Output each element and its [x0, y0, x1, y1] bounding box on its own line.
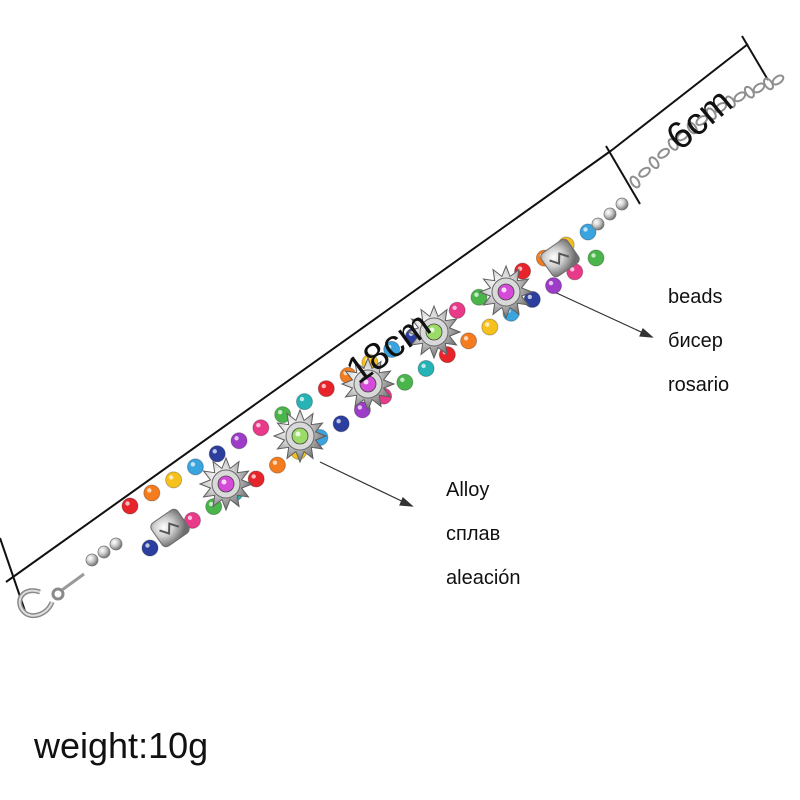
silver-spacer-bead [109, 537, 123, 551]
bead-highlight [187, 515, 193, 521]
chain-link [648, 156, 660, 170]
bead-highlight [485, 322, 490, 327]
bead [141, 539, 159, 557]
silver-spacer-bead [591, 217, 605, 231]
bead [252, 419, 270, 437]
beads-label-es: rosario [668, 374, 730, 396]
chain-link [629, 175, 641, 189]
chain-link [695, 114, 709, 126]
bead-highlight [147, 488, 152, 493]
alloy-sun-charms [198, 264, 534, 512]
chain-link [771, 74, 785, 86]
bead [295, 393, 313, 411]
bead-highlight [583, 227, 588, 232]
lobster-clasp [17, 572, 85, 619]
chain-link [638, 166, 651, 178]
beads-pointer-arrow [639, 327, 654, 338]
chain-link [676, 130, 689, 142]
bead [396, 373, 414, 391]
bead [121, 497, 139, 515]
bead [545, 277, 563, 295]
extender-chain [629, 74, 785, 189]
bead [186, 458, 204, 476]
bead [165, 471, 183, 489]
bead-highlight [591, 253, 596, 258]
bead [417, 359, 435, 377]
pointer-lines [319, 289, 654, 507]
beads-label-ru: бисер [668, 330, 723, 352]
bead-highlight [548, 280, 554, 286]
bead [208, 445, 226, 463]
chain-link [657, 147, 670, 159]
bead-highlight [321, 383, 326, 389]
bead-highlight [387, 344, 392, 350]
bead [268, 456, 286, 474]
bead-strand-lower [141, 249, 605, 557]
length-end-tick-right [605, 145, 641, 205]
silver-spacer-bead [97, 545, 111, 559]
sun-charm [406, 304, 462, 360]
chain-link [714, 102, 728, 113]
bead-highlight [474, 292, 479, 297]
bead-highlight [145, 543, 150, 548]
bead-highlight [421, 363, 426, 369]
bead-highlight [570, 267, 575, 272]
silver-spacer-bead [603, 207, 617, 221]
bead-highlight [527, 294, 532, 300]
dimension-lines [0, 35, 769, 615]
bead [587, 249, 605, 267]
weight-label: weight:10g [34, 725, 209, 766]
end-cap-left [150, 508, 190, 548]
chain-link [667, 138, 679, 151]
chain-link [705, 107, 717, 120]
beads-pointer-line [549, 289, 653, 338]
sun-charm [272, 408, 328, 464]
bead-highlight [256, 423, 261, 428]
end-cap-right [540, 238, 580, 278]
silver-spacer-bead [85, 553, 99, 567]
sun-charm [198, 456, 254, 512]
chain-link [762, 77, 774, 91]
bead-highlight [277, 409, 283, 415]
bead [448, 301, 466, 319]
bead-highlight [336, 419, 341, 424]
bead [143, 484, 161, 502]
chain-link [724, 95, 736, 109]
alloy-pointer-arrow [399, 496, 414, 507]
beads-label-en: beads [668, 286, 723, 308]
chain-link [743, 85, 755, 99]
bead-highlight [272, 460, 278, 465]
bead-highlight [251, 474, 256, 479]
extender-end-tick [741, 35, 769, 81]
length-dimension-line [5, 149, 613, 583]
bead-highlight [125, 501, 130, 506]
bead-highlight [190, 462, 196, 467]
chain-link [733, 91, 747, 103]
bead-highlight [463, 336, 469, 341]
alloy-label-ru: сплав [446, 523, 501, 545]
sun-charm [478, 264, 534, 320]
bead-highlight [357, 405, 363, 410]
sun-charm [340, 356, 396, 412]
bead-highlight [209, 501, 214, 507]
bead [332, 415, 350, 433]
bead-highlight [212, 449, 217, 454]
alloy-label-en: Alloy [446, 479, 490, 501]
extender-dimension-line [611, 43, 749, 151]
chain-link [686, 121, 698, 135]
bead [317, 380, 335, 398]
bead [230, 432, 248, 450]
alloy-pointer-line [319, 461, 413, 507]
bead-highlight [400, 377, 405, 382]
alloy-label-es: aleación [446, 567, 521, 589]
bead-highlight [299, 396, 305, 402]
bead-highlight [168, 475, 174, 480]
bead [481, 318, 499, 336]
bead [460, 332, 478, 350]
silver-spacer-bead [615, 197, 629, 211]
bead-highlight [452, 305, 457, 310]
bead-highlight [234, 436, 239, 441]
